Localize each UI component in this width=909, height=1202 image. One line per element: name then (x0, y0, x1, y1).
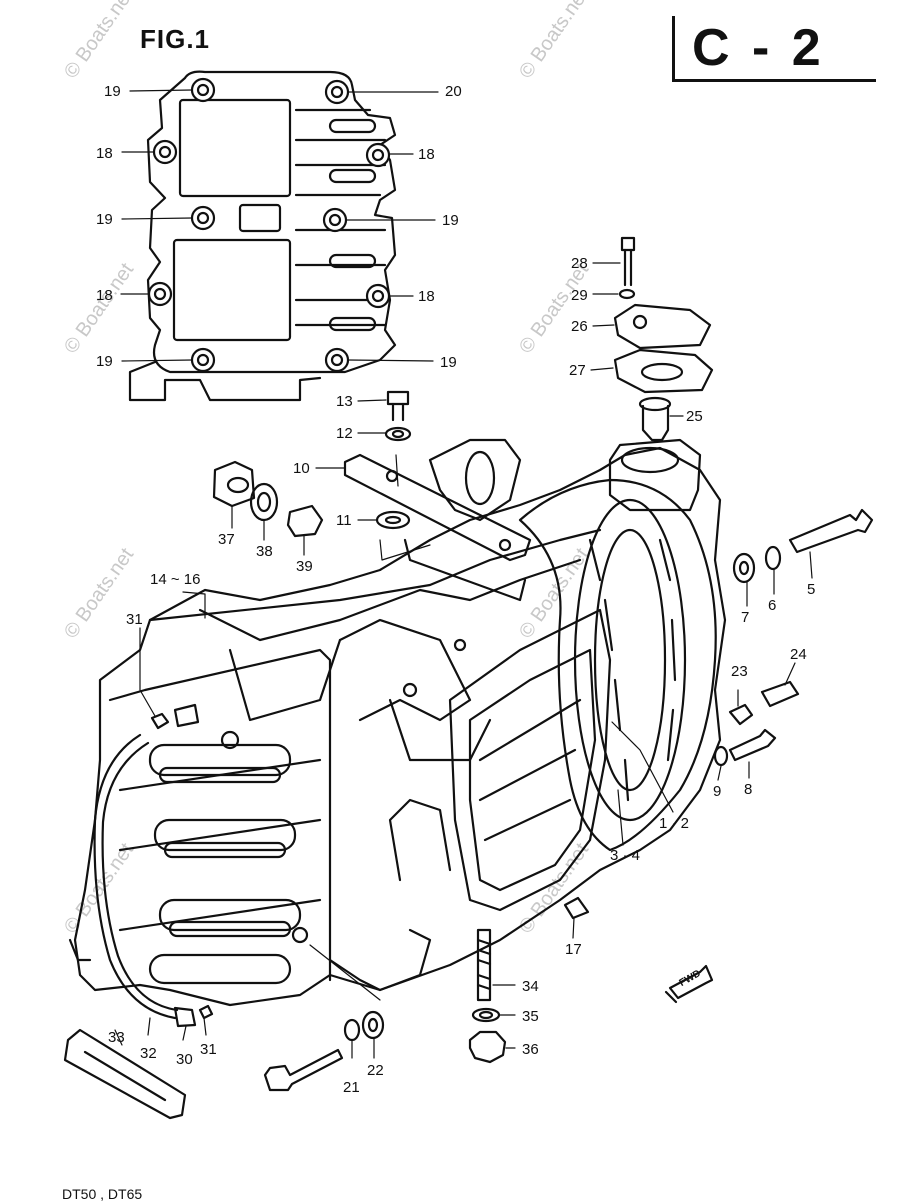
callout-35: 35 (522, 1008, 539, 1025)
callout-12: 12 (336, 425, 353, 442)
fasteners (150, 236, 874, 1092)
callout-7: 7 (741, 609, 750, 626)
callout-17: 17 (565, 941, 582, 958)
callout-31: 31 (126, 611, 143, 628)
callout-14-16: 14 ~ 16 (150, 571, 201, 588)
callout-20: 20 (445, 83, 462, 100)
callout-30: 30 (176, 1051, 193, 1068)
callout-13: 13 (336, 393, 353, 410)
gasket-holes (147, 77, 391, 373)
callout-19: 19 (104, 83, 121, 100)
callout-10: 10 (293, 460, 310, 477)
callout-33: 33 (108, 1029, 125, 1046)
callout-22: 22 (367, 1062, 384, 1079)
figure-label: FIG.1 (140, 24, 211, 54)
gasket-plate (128, 70, 397, 402)
callout-19: 19 (440, 354, 457, 371)
callout-38: 38 (256, 543, 273, 560)
section-code-box (672, 16, 876, 82)
callout-8: 8 (744, 781, 753, 798)
callout-18: 18 (418, 288, 435, 305)
callout-3-4: 3 · 4 (610, 847, 641, 864)
callout-18: 18 (418, 146, 435, 163)
callout-1-2: 1 · 2 (659, 815, 690, 832)
callout-6: 6 (768, 597, 777, 614)
callout-39: 39 (296, 558, 313, 575)
callout-29: 29 (571, 287, 588, 304)
callout-32: 32 (140, 1045, 157, 1062)
callout-27: 27 (569, 362, 586, 379)
model-footer: DT50 , DT65 (62, 1186, 143, 1202)
callout-19: 19 (96, 211, 113, 228)
callout-21: 21 (343, 1079, 360, 1096)
section-code: C - 2 (692, 19, 825, 77)
fwd-arrow (664, 964, 714, 1004)
callout-23: 23 (731, 663, 748, 680)
callout-34: 34 (522, 978, 539, 995)
wire-harness (63, 733, 197, 1120)
leader-lines (114, 89, 813, 1059)
callout-19: 19 (96, 353, 113, 370)
callout-18: 18 (96, 145, 113, 162)
callout-19: 19 (442, 212, 459, 229)
callout-9: 9 (713, 783, 722, 800)
callout-25: 25 (686, 408, 703, 425)
callout-11: 11 (336, 512, 352, 529)
callout-5: 5 (807, 581, 816, 598)
callout-26: 26 (571, 318, 588, 335)
callout-18: 18 (96, 287, 113, 304)
callout-31: 31 (200, 1041, 217, 1058)
callout-37: 37 (218, 531, 235, 548)
callout-28: 28 (571, 255, 588, 272)
callout-36: 36 (522, 1041, 539, 1058)
cylinder-block (68, 438, 727, 1007)
callout-24: 24 (790, 646, 807, 663)
